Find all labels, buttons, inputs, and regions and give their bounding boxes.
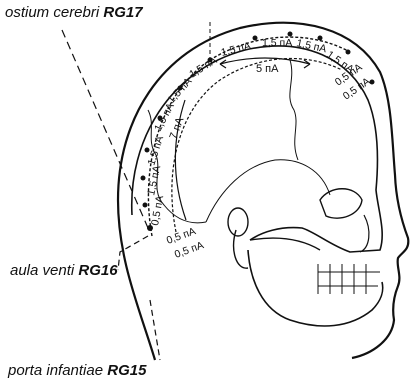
- temporal-line: [206, 160, 330, 222]
- arc-label-2: 1,5 пА: [145, 134, 166, 166]
- arc-label-7: 1,5 пА: [262, 37, 292, 49]
- span-arrow-top-head-left: [220, 60, 226, 68]
- arc-label-4: 1,5 пА: [165, 76, 194, 106]
- arc-label-8: 1,5 пА: [295, 37, 327, 55]
- mandible: [248, 250, 383, 326]
- ear: [228, 208, 248, 236]
- eye-socket: [320, 189, 362, 218]
- leader-line-ostium: [62, 30, 148, 228]
- zygomatic-arch: [250, 238, 320, 250]
- coronal-suture: [290, 60, 298, 160]
- arc-back-inner-labels: 0,5 пА 0,5 пА: [165, 225, 205, 261]
- measurement-arc-inner: [172, 59, 342, 232]
- arc-label-5: 1,5 пА: [187, 54, 219, 80]
- span-arrow-top-head-right: [304, 60, 310, 68]
- teeth: [318, 264, 380, 294]
- arc-label-1: 1,5 пА: [145, 165, 163, 197]
- arc-label-6: 1,5 пА: [220, 40, 252, 59]
- nasal-cavity: [360, 215, 369, 252]
- span-label-top: 5 пА: [256, 63, 279, 75]
- arc-label-0: 0,5 пА: [149, 195, 166, 227]
